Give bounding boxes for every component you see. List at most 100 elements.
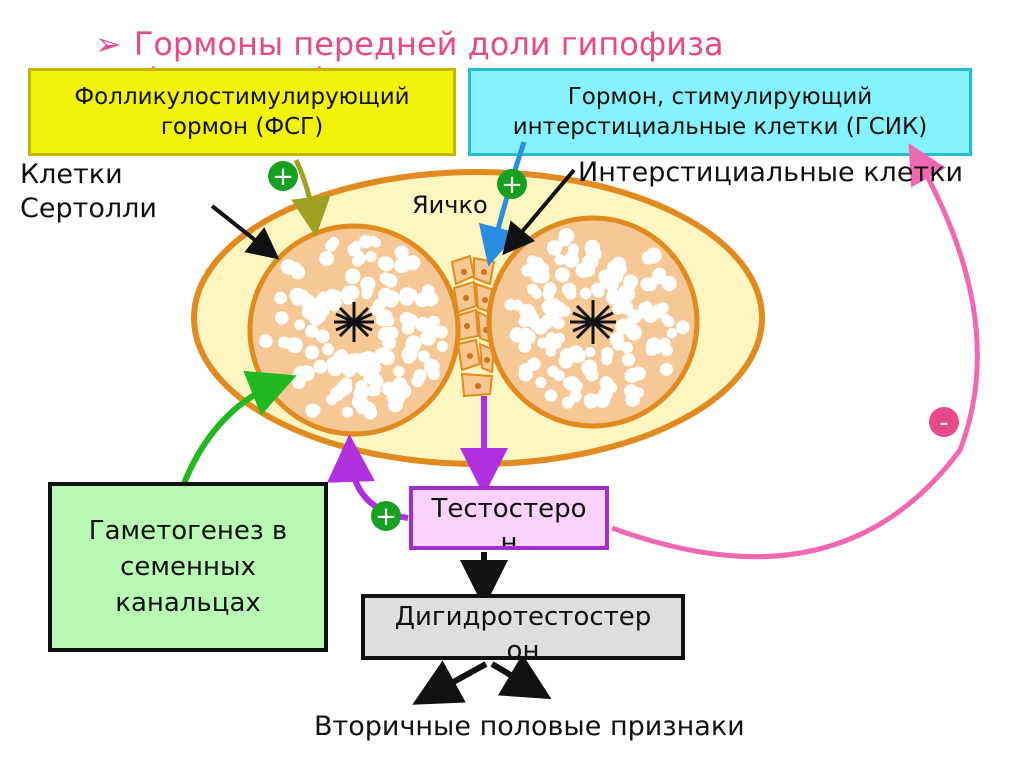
germ-cell	[550, 338, 562, 350]
feedback-minus-icon: -	[929, 407, 959, 438]
germ-cell	[326, 393, 338, 406]
germ-cell	[661, 277, 673, 289]
lh-plus-icon: +	[497, 169, 527, 200]
germ-cell	[305, 324, 319, 338]
germ-cell	[417, 350, 430, 363]
germ-cell	[413, 369, 427, 383]
germ-cell	[436, 341, 448, 352]
page-title: ➢ Гормоны передней доли гипофиза	[95, 22, 724, 66]
dht-line-2: он	[506, 636, 540, 660]
gametogenesis-box: Гаметогенез в семенных канальцах	[48, 482, 328, 652]
svg-text:+: +	[501, 170, 523, 200]
germ-cell	[603, 381, 614, 392]
germ-cell	[370, 385, 382, 396]
germ-cell	[319, 251, 335, 266]
germ-cell	[624, 368, 640, 383]
germ-cell	[642, 301, 653, 312]
germ-cell	[423, 291, 439, 307]
germ-cell	[645, 247, 662, 264]
germ-cell	[552, 317, 565, 330]
germ-cell	[580, 287, 592, 300]
germ-cell	[619, 288, 630, 299]
germ-cell	[311, 308, 324, 320]
germ-cell	[399, 311, 414, 326]
germ-cell	[509, 327, 525, 343]
dht-left-arrow	[412, 660, 488, 705]
germ-cell	[661, 314, 672, 325]
germ-cell	[620, 300, 633, 313]
germ-cell	[584, 346, 596, 358]
negative-feedback-arrow	[611, 142, 980, 560]
germ-cell	[609, 332, 625, 347]
germ-cell	[666, 328, 678, 339]
lh-line-2: интерстициальные клетки (ГСИК)	[512, 114, 928, 140]
germ-cell	[554, 254, 566, 265]
sertoli-label-line-2: Сертолли	[20, 193, 157, 224]
svg-text:+: +	[375, 502, 397, 532]
title-line-1: Гормоны передней доли гипофиза	[133, 25, 724, 63]
germ-cell	[361, 286, 374, 298]
germ-cell	[423, 358, 440, 375]
germ-cell	[258, 335, 271, 348]
germ-cell	[378, 287, 394, 304]
germ-cell	[567, 243, 580, 255]
testosterone-line-1: Тестостеро	[431, 494, 587, 524]
germ-cell	[290, 261, 302, 273]
germ-cell	[365, 250, 377, 263]
germ-cell	[398, 257, 412, 272]
fsh-line-2: гормон (ФСГ)	[160, 114, 324, 140]
germ-cell	[519, 303, 536, 320]
germ-cell	[286, 337, 303, 354]
germ-cell	[659, 363, 673, 376]
germ-cell	[370, 304, 382, 316]
testosterone-box: Тестостеро н	[409, 486, 609, 550]
germ-cell	[558, 233, 572, 247]
germ-cell	[558, 353, 574, 369]
germ-cell	[291, 375, 306, 390]
germ-cell	[606, 291, 619, 305]
germ-cell	[621, 341, 633, 354]
germ-cell	[325, 240, 337, 252]
germ-cell	[640, 277, 655, 292]
lumen-star-left	[334, 302, 374, 342]
germ-cell	[352, 255, 363, 267]
germ-cell	[676, 320, 690, 335]
germ-cell	[339, 290, 350, 301]
germ-cell	[535, 377, 547, 389]
germ-cell	[313, 359, 328, 374]
germ-cell	[623, 320, 638, 335]
title-bullet-icon: ➢	[95, 25, 122, 63]
germ-cell	[342, 406, 354, 418]
germ-cell	[625, 392, 640, 407]
germ-cell	[368, 373, 384, 389]
germ-cell	[399, 290, 415, 306]
interstitial-cells-label: Интерстициальные клетки	[578, 157, 964, 188]
germ-cell	[545, 346, 557, 357]
dht-box: Дигидротестостер он	[361, 594, 685, 660]
svg-text:-: -	[939, 408, 948, 438]
seminiferous-tubule-left	[247, 223, 461, 437]
germ-cell	[359, 234, 373, 249]
germ-cell	[612, 261, 627, 277]
germ-cell	[621, 353, 636, 367]
germ-cell	[379, 272, 392, 285]
germ-cell	[305, 345, 319, 360]
germ-cell	[656, 302, 669, 315]
interstitial-nuclei	[461, 269, 490, 389]
gametogenesis-line-1: Гаметогенез в	[88, 516, 288, 546]
germ-cell	[363, 405, 378, 420]
germ-cell	[347, 243, 361, 257]
germ-cell	[390, 390, 406, 406]
gametogenesis-arrow	[177, 370, 297, 496]
germ-cell	[564, 288, 577, 300]
germ-cell	[333, 385, 345, 396]
germ-cell	[563, 252, 579, 268]
germ-cell	[294, 319, 306, 331]
germ-cell	[546, 240, 563, 256]
sertoli-cells-label: Клетки Сертолли	[20, 158, 157, 226]
germ-cell	[643, 308, 659, 323]
germ-cell	[541, 298, 558, 315]
svg-text:+: +	[272, 162, 294, 192]
lumen-star-right	[570, 300, 616, 344]
